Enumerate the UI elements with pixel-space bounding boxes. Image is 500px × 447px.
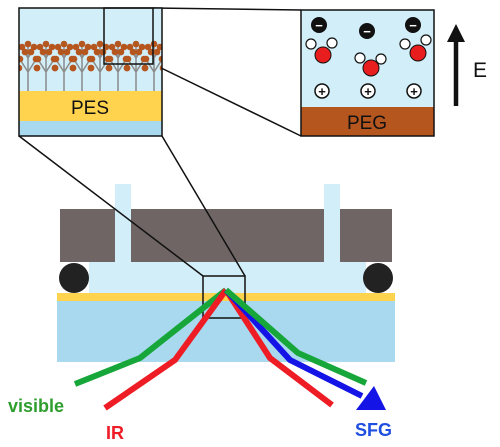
peg-layer <box>301 107 434 136</box>
o-ring-right <box>363 263 393 293</box>
sfg-label: SFG <box>355 420 392 440</box>
substrate-layer <box>19 121 162 136</box>
svg-text:+: + <box>318 84 326 99</box>
cell-block-left <box>60 209 115 262</box>
visible-beam <box>73 287 228 387</box>
cell-block-right <box>340 209 392 262</box>
interface-detail-box <box>202 275 246 319</box>
visible-label: visible <box>8 396 64 416</box>
laser-beams <box>73 287 368 411</box>
water-molecule <box>305 37 338 64</box>
water-molecule <box>354 52 387 77</box>
inlet-channel <box>115 184 131 262</box>
polymer-brushes <box>19 40 162 91</box>
substrate-window <box>57 300 395 362</box>
flow-channel <box>89 262 366 293</box>
sfg-beam <box>223 287 364 399</box>
electric-field-arrow <box>447 24 465 106</box>
negative-ion: − <box>311 17 327 33</box>
negative-ion: − <box>405 17 421 33</box>
peg-inset: PEG − − − <box>300 9 435 137</box>
zoom-lines <box>18 7 302 277</box>
svg-text:−: − <box>409 18 417 33</box>
apparatus <box>57 184 395 362</box>
cell-block-center <box>131 209 324 262</box>
ir-beam-reflected <box>223 288 334 408</box>
outlet-channel <box>324 184 340 262</box>
pes-label: PES <box>71 98 109 119</box>
water-molecule <box>399 34 432 62</box>
pes-inset: PES <box>18 7 163 137</box>
ir-label: IR <box>106 423 124 443</box>
peg-label: PEG <box>347 113 387 134</box>
o-ring-left <box>59 263 89 293</box>
pes-layer <box>19 91 162 121</box>
polymer-brush <box>19 40 41 91</box>
sfg-arrow-head <box>356 386 386 410</box>
pes-film <box>57 293 395 301</box>
field-label: E <box>473 59 487 82</box>
negative-ion: − <box>359 23 375 39</box>
positive-ion: + <box>360 83 376 99</box>
svg-text:−: − <box>315 18 323 33</box>
svg-text:+: + <box>410 84 418 99</box>
visible-beam-reflected <box>224 287 368 386</box>
pes-zoom-box <box>103 7 154 65</box>
positive-ion: + <box>314 83 330 99</box>
ir-beam <box>103 288 229 411</box>
svg-text:+: + <box>364 84 372 99</box>
positive-ion: + <box>406 83 422 99</box>
svg-text:−: − <box>363 24 371 39</box>
